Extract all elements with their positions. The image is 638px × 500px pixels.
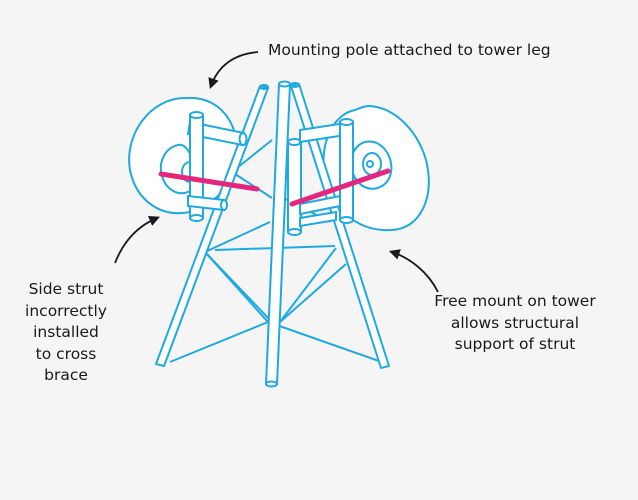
annotation-right-label: Free mount on tower allows structural su… xyxy=(430,291,600,356)
annotation-arrows xyxy=(114,51,439,293)
annotation-left-line: brace xyxy=(44,366,88,384)
left-mounting-hardware xyxy=(186,111,248,222)
annotation-right-line: support of strut xyxy=(454,335,576,353)
right-mounting-hardware xyxy=(287,118,354,236)
annotation-left-label: Side strut incorrectly installed to cros… xyxy=(6,279,126,387)
left-side-strut xyxy=(158,171,260,192)
annotation-top-label: Mounting pole attached to tower leg xyxy=(268,41,551,59)
annotation-left-line: installed xyxy=(33,323,99,341)
annotation-right-line: allows structural xyxy=(450,313,580,332)
tower-leg-left xyxy=(155,85,269,367)
right-side-strut xyxy=(289,168,391,207)
arrow-right xyxy=(388,249,439,293)
tower-leg-right xyxy=(290,83,390,369)
annotation-left-line: incorrectly xyxy=(25,301,107,320)
arrow-left xyxy=(114,215,160,264)
annotation-left-line: to cross xyxy=(35,344,97,363)
tower-leg-center xyxy=(265,83,291,385)
lattice-tower xyxy=(155,80,390,388)
annotation-left-line: Side strut xyxy=(28,280,104,298)
side-struts-highlighted xyxy=(158,168,391,207)
arrow-top xyxy=(208,51,259,90)
annotation-right-line: Free mount on tower xyxy=(434,292,596,310)
